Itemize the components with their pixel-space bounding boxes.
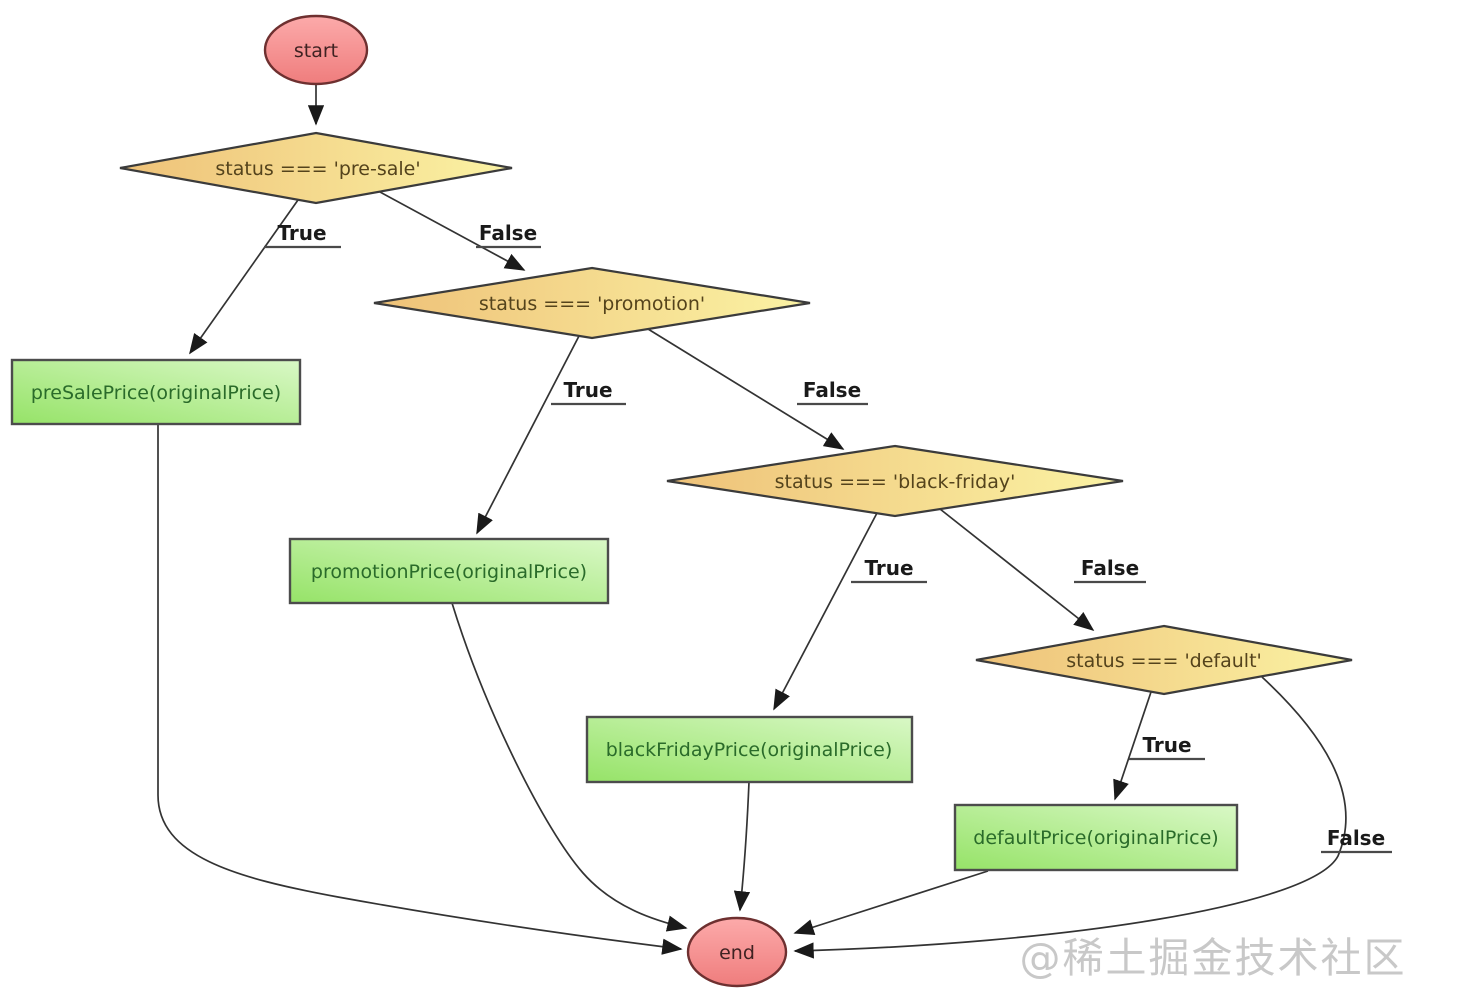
branch-label-text: False (803, 378, 861, 402)
edge-blackfriday-true (773, 512, 878, 711)
edge-presale-false (379, 191, 526, 271)
branch-label-text: True (563, 378, 612, 402)
node-cond-default: status === 'default' (975, 624, 1353, 696)
edge-defaultprice-to-end (793, 870, 989, 936)
promotionprice-process-label: promotionPrice(originalPrice) (311, 561, 587, 583)
node-proc-blackfriday: blackFridayPrice(originalPrice) (585, 715, 914, 784)
defaultprice-process-shape (953, 803, 1239, 872)
node-proc-default: defaultPrice(originalPrice) (953, 803, 1239, 872)
end-terminator-shape (686, 916, 788, 988)
branch-label-blackfriday-false: False (1074, 556, 1146, 584)
blackfriday-decision-label: status === 'black-friday' (775, 471, 1016, 493)
node-cond-presale: status === 'pre-sale' (119, 131, 513, 205)
start-terminator-shape (263, 14, 369, 86)
blackfridayprice-process-shape (585, 715, 914, 784)
default-decision-label: status === 'default' (1066, 650, 1262, 672)
edge-blackfriday-false (939, 508, 1095, 632)
presale-decision-label: status === 'pre-sale' (215, 158, 420, 180)
defaultprice-process-label: defaultPrice(originalPrice) (973, 827, 1218, 849)
branch-label-presale-true: True (264, 221, 341, 249)
edge-presaleprice-to-end (157, 424, 683, 955)
branch-label-blackfriday-true: True (851, 556, 927, 584)
edge-blackfridayprice-to-end (733, 781, 751, 912)
branch-label-presale-false: False (476, 221, 541, 249)
edge-promotion-true (476, 335, 580, 535)
node-cond-promotion: status === 'promotion' (373, 266, 811, 340)
default-decision-shape (975, 624, 1353, 696)
presaleprice-process-label: preSalePrice(originalPrice) (31, 382, 281, 404)
branch-label-default-false: False (1321, 826, 1392, 854)
blackfridayprice-process-label: blackFridayPrice(originalPrice) (606, 739, 893, 761)
node-cond-blackfriday: status === 'black-friday' (666, 444, 1124, 518)
branch-label-text: True (864, 556, 913, 580)
node-proc-promotion: promotionPrice(originalPrice) (288, 537, 610, 605)
edge-presale-true (189, 199, 299, 355)
branch-label-default-true: True (1129, 733, 1205, 761)
promotionprice-process-shape (288, 537, 610, 605)
node-proc-presale: preSalePrice(originalPrice) (10, 358, 302, 426)
promotion-decision-shape (373, 266, 811, 340)
edge-default-true (1113, 691, 1152, 801)
branch-label-text: False (1327, 826, 1385, 850)
edge-promotion-false (647, 328, 845, 450)
branch-label-promotion-false: False (797, 378, 868, 406)
watermark-text: @稀土掘金技术社区 (1020, 934, 1407, 982)
branch-label-text: True (277, 221, 326, 245)
edge-promotionprice-to-end (451, 602, 688, 932)
branch-label-text: False (479, 221, 537, 245)
presaleprice-process-shape (10, 358, 302, 426)
blackfriday-decision-shape (666, 444, 1124, 518)
node-start: start (263, 14, 369, 86)
end-label: end (719, 942, 755, 964)
node-end: end (686, 916, 788, 988)
presale-decision-shape (119, 131, 513, 205)
edge-default-false-to-end (793, 676, 1347, 959)
start-label: start (294, 40, 338, 62)
branch-label-text: False (1081, 556, 1139, 580)
branch-label-text: True (1142, 733, 1191, 757)
branch-label-promotion-true: True (551, 378, 626, 406)
promotion-decision-label: status === 'promotion' (479, 293, 705, 315)
